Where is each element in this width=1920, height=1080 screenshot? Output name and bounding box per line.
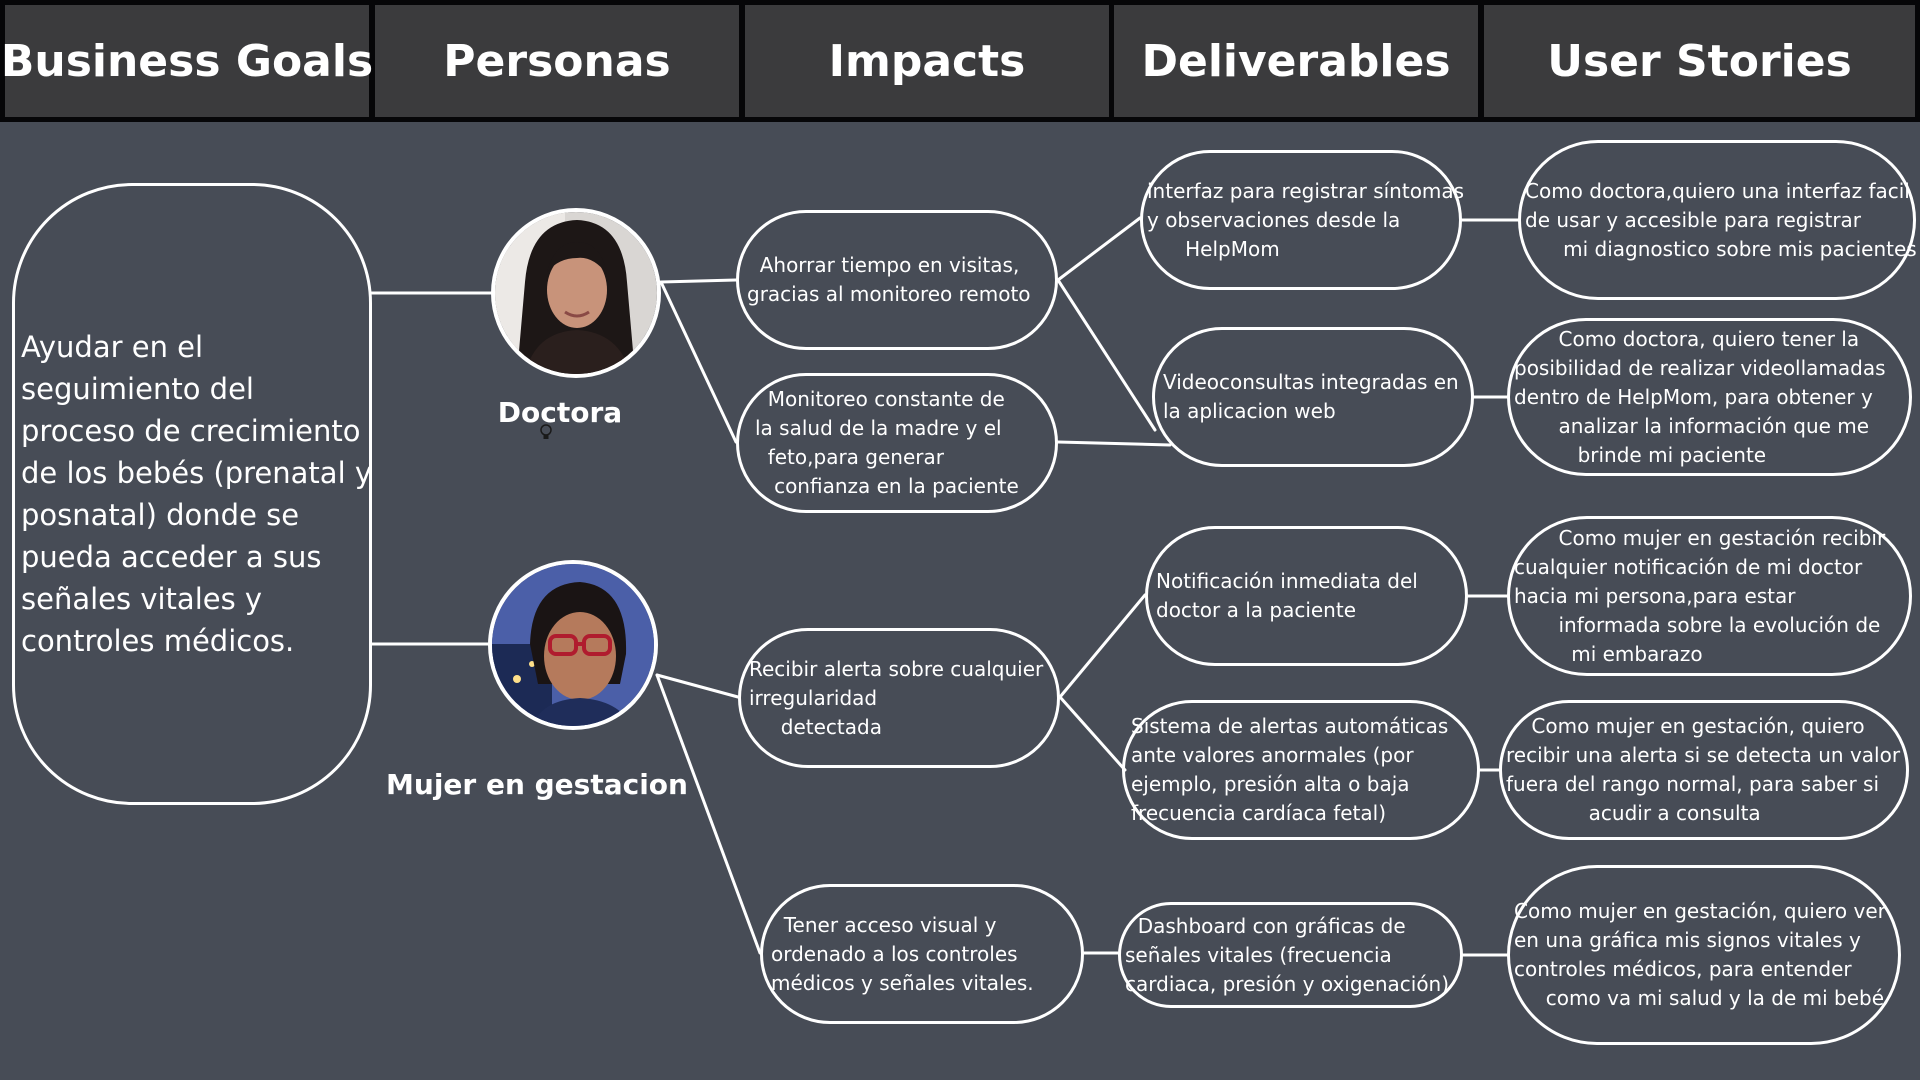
connector-doctora-impact2 bbox=[659, 280, 738, 444]
impact-line: Recibir alerta sobre cualquier bbox=[749, 656, 1044, 681]
user-story-line: como va mi salud y la de mi bebé bbox=[1514, 986, 1885, 1010]
goal-line: Ayudar en el bbox=[21, 330, 204, 364]
deliverable-line: cardiaca, presión y oxigenación) bbox=[1125, 971, 1450, 996]
deliverable-node-1: interfaz para registrar síntomas y obser… bbox=[1140, 150, 1465, 290]
deliverable-node-5: Dashboard con gráficas de señales vitale… bbox=[1118, 902, 1463, 1008]
goal-line: proceso de crecimiento bbox=[21, 414, 361, 448]
user-story-line: cualquier notificación de mi doctor bbox=[1514, 554, 1863, 579]
deliverable-line: y observaciones desde la bbox=[1147, 207, 1401, 232]
user-story-line: analizar la información que me bbox=[1514, 413, 1870, 438]
user-story-line: recibir una alerta si se detecta un valo… bbox=[1506, 743, 1901, 767]
user-story-line: de usar y accesible para registrar bbox=[1525, 207, 1862, 232]
impact-line: gracias al monitoreo remoto bbox=[747, 282, 1031, 306]
user-story-node-4: Como mujer en gestación, quiero recibir … bbox=[1499, 700, 1909, 840]
persona-name-mujer: Mujer en gestacion bbox=[386, 768, 688, 801]
deliverable-line: frecuencia cardíaca fetal) bbox=[1131, 801, 1386, 825]
user-story-line: informada sobre la evolución de bbox=[1514, 612, 1881, 637]
header-business-goals: Business Goals bbox=[1, 5, 373, 117]
goal-line: controles médicos. bbox=[21, 624, 295, 658]
user-story-line: Como doctora,quiero una interfaz facil bbox=[1525, 178, 1910, 203]
impact-line: ordenado a los controles bbox=[771, 941, 1018, 966]
user-story-line: controles médicos, para entender bbox=[1514, 957, 1852, 981]
user-story-node-5: Como mujer en gestación, quiero ver en u… bbox=[1507, 865, 1901, 1045]
deliverable-line: la aplicacion web bbox=[1163, 399, 1336, 423]
user-story-line: posibilidad de realizar videollamadas bbox=[1514, 355, 1886, 380]
deliverable-node-2: Videoconsultas integradas en la aplicaci… bbox=[1152, 327, 1474, 467]
persona-name-doctora: Doctora bbox=[497, 396, 623, 429]
deliverable-node-4: Sistema de alertas automáticas ante valo… bbox=[1122, 700, 1480, 840]
connector-mujer-impact4 bbox=[655, 673, 762, 955]
deliverable-line: doctor a la paciente bbox=[1156, 598, 1356, 622]
connector-impact1-deliv1 bbox=[1056, 216, 1142, 282]
connector-impact1-deliv2 bbox=[1056, 278, 1157, 432]
impact-line: la salud de la madre y el bbox=[755, 416, 1002, 440]
user-story-line: mi embarazo bbox=[1514, 641, 1703, 666]
impact-line: Monitoreo constante de bbox=[755, 387, 1005, 411]
goal-line: de los bebés (prenatal y bbox=[21, 456, 373, 490]
business-goal-box: Ayudar en el seguimiento del proceso de … bbox=[12, 183, 372, 805]
connector-impact3-deliv3 bbox=[1058, 593, 1147, 699]
header-impacts: Impacts bbox=[745, 5, 1109, 117]
user-story-node-3: Como mujer en gestación recibir cualquie… bbox=[1507, 516, 1912, 676]
deliverable-line: Dashboard con gráficas de bbox=[1125, 913, 1406, 938]
deliverable-line: señales vitales (frecuencia bbox=[1125, 942, 1392, 967]
user-story-line: fuera del rango normal, para saber si bbox=[1506, 772, 1880, 796]
user-story-line: mi diagnostico sobre mis pacientes bbox=[1525, 236, 1917, 261]
mujer-photo-icon bbox=[492, 564, 654, 726]
header-personas: Personas bbox=[375, 5, 739, 117]
connector-impact3-deliv4 bbox=[1058, 695, 1127, 772]
impact-line: Ahorrar tiempo en visitas, bbox=[747, 253, 1020, 277]
impact-node-1: Ahorrar tiempo en visitas, gracias al mo… bbox=[736, 210, 1058, 350]
deliverable-line: Videoconsultas integradas en bbox=[1163, 370, 1459, 394]
goal-line: pueda acceder a sus bbox=[21, 540, 322, 574]
connector-doctora-impact1 bbox=[659, 278, 738, 284]
impact-line: detectada bbox=[749, 714, 882, 739]
user-story-line: dentro de HelpMom, para obtener y bbox=[1514, 384, 1873, 409]
connector-impact2-deliv2 bbox=[1056, 440, 1172, 447]
impact-node-3: Recibir alerta sobre cualquier irregular… bbox=[738, 628, 1060, 768]
deliverable-line: HelpMom bbox=[1147, 236, 1280, 261]
user-story-line: brinde mi paciente bbox=[1514, 442, 1767, 467]
doctora-avatar bbox=[491, 208, 661, 378]
user-story-node-2: Como doctora, quiero tener la posibilida… bbox=[1507, 318, 1912, 476]
impact-line: irregularidad bbox=[749, 685, 878, 710]
header-user-stories: User Stories bbox=[1484, 5, 1915, 117]
goal-line: seguimiento del bbox=[21, 372, 254, 406]
deliverable-line: Notificación inmediata del bbox=[1156, 569, 1418, 593]
connector-mujer-impact3 bbox=[655, 673, 740, 699]
doctora-photo-icon bbox=[495, 212, 657, 374]
lightbulb-icon bbox=[540, 424, 552, 439]
impact-line: médicos y señales vitales. bbox=[771, 970, 1034, 995]
impact-line: feto,para generar bbox=[755, 445, 944, 469]
deliverable-line: interfaz para registrar síntomas bbox=[1147, 178, 1465, 203]
impact-line: confianza en la paciente bbox=[755, 474, 1019, 498]
deliverable-line: ejemplo, presión alta o baja bbox=[1131, 772, 1410, 796]
user-story-line: hacia mi persona,para estar bbox=[1514, 583, 1796, 608]
user-story-line: acudir a consulta bbox=[1506, 801, 1761, 825]
user-story-line: Como mujer en gestación, quiero bbox=[1506, 714, 1865, 738]
deliverable-line: ante valores anormales (por bbox=[1131, 743, 1414, 767]
mujer-avatar bbox=[488, 560, 658, 730]
goal-line: posnatal) donde se bbox=[21, 498, 300, 532]
deliverable-line: Sistema de alertas automáticas bbox=[1131, 714, 1449, 738]
user-story-line: en una gráfica mis signos vitales y bbox=[1514, 928, 1861, 952]
goal-line: señales vitales y bbox=[21, 582, 263, 616]
deliverable-node-3: Notificación inmediata del doctor a la p… bbox=[1145, 526, 1468, 666]
header-deliverables: Deliverables bbox=[1114, 5, 1478, 117]
user-story-line: Como mujer en gestación recibir bbox=[1514, 525, 1886, 550]
impact-node-2: Monitoreo constante de la salud de la ma… bbox=[736, 373, 1058, 513]
user-story-line: Como mujer en gestación, quiero ver bbox=[1514, 899, 1886, 923]
user-story-line: Como doctora, quiero tener la bbox=[1514, 326, 1860, 351]
impact-line: Tener acceso visual y bbox=[771, 912, 997, 937]
impact-node-4: Tener acceso visual y ordenado a los con… bbox=[760, 884, 1084, 1024]
user-story-node-1: Como doctora,quiero una interfaz facil d… bbox=[1518, 140, 1917, 300]
